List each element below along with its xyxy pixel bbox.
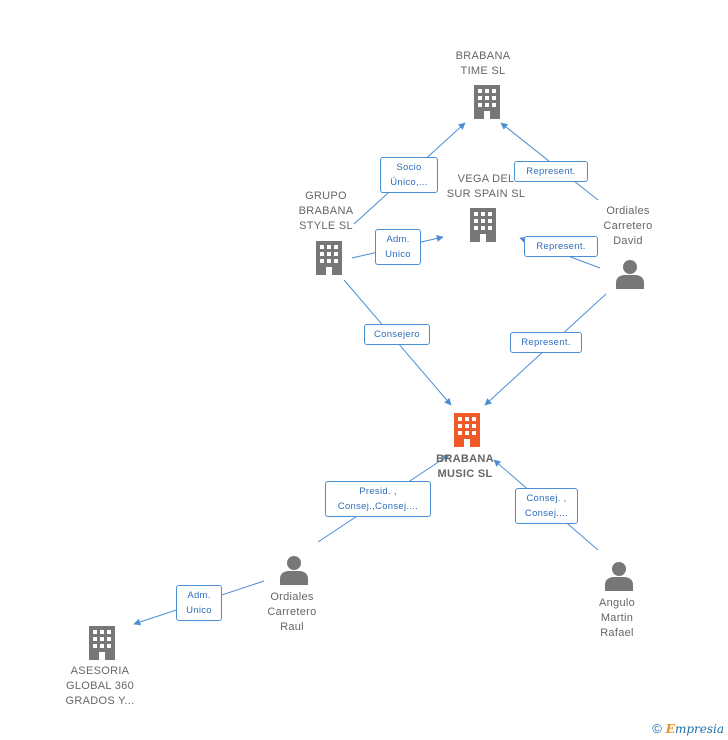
edge-label-adm-unico-2[interactable]: Adm. Unico	[176, 585, 222, 621]
person-icon	[616, 260, 644, 289]
building-icon	[474, 85, 500, 119]
brand-logo-initial: E	[665, 722, 675, 736]
node-angulo[interactable]: Angulo Martin Rafael	[577, 596, 657, 641]
node-label: GRUPO BRABANA STYLE SL	[298, 190, 354, 232]
edge-label-represent-2[interactable]: Represent.	[524, 236, 598, 257]
edge-label-adm-unico-1[interactable]: Adm. Unico	[375, 229, 421, 265]
edge-label-consejero[interactable]: Consejero	[364, 324, 430, 345]
building-icon	[470, 208, 496, 242]
empresia-brand[interactable]: ©Empresia	[652, 721, 724, 736]
building-icon	[89, 626, 115, 660]
node-asesoria[interactable]: ASESORIA GLOBAL 360 GRADOS Y...	[52, 664, 148, 709]
brand-logo-text: mpresia	[674, 722, 724, 736]
edge-label-consej[interactable]: Consej. , Consej....	[515, 488, 578, 524]
copyright-symbol: ©	[652, 721, 662, 736]
node-label: ASESORIA GLOBAL 360 GRADOS Y...	[65, 665, 135, 707]
node-ordiales-raul[interactable]: Ordiales Carretero Raul	[252, 590, 332, 635]
node-vega-del-sur[interactable]: VEGA DEL SUR SPAIN SL	[434, 172, 538, 202]
node-label: BRABANA TIME SL	[455, 50, 511, 77]
edge-label-socio-unico[interactable]: Socio Único,...	[380, 157, 438, 193]
building-main-icon	[454, 413, 480, 447]
node-brabana-time[interactable]: BRABANA TIME SL	[437, 49, 529, 79]
node-label: Angulo Martin Rafael	[598, 597, 636, 639]
node-label: Ordiales Carretero Raul	[267, 591, 317, 633]
node-label: Ordiales Carretero David	[603, 205, 653, 247]
edge-label-presid[interactable]: Presid. , Consej.,Consej....	[325, 481, 431, 517]
node-grupo-brabana[interactable]: GRUPO BRABANA STYLE SL	[280, 189, 372, 234]
node-brabana-music[interactable]: BRABANA MUSIC SL	[420, 452, 510, 482]
node-ordiales-david[interactable]: Ordiales Carretero David	[588, 204, 668, 249]
edge-label-represent-3[interactable]: Represent.	[510, 332, 582, 353]
person-icon	[280, 556, 308, 585]
node-label: BRABANA MUSIC SL	[436, 453, 494, 480]
node-label: VEGA DEL SUR SPAIN SL	[446, 173, 526, 200]
person-icon	[605, 562, 633, 591]
edge-label-represent-1[interactable]: Represent.	[514, 161, 588, 182]
building-icon	[316, 241, 342, 275]
